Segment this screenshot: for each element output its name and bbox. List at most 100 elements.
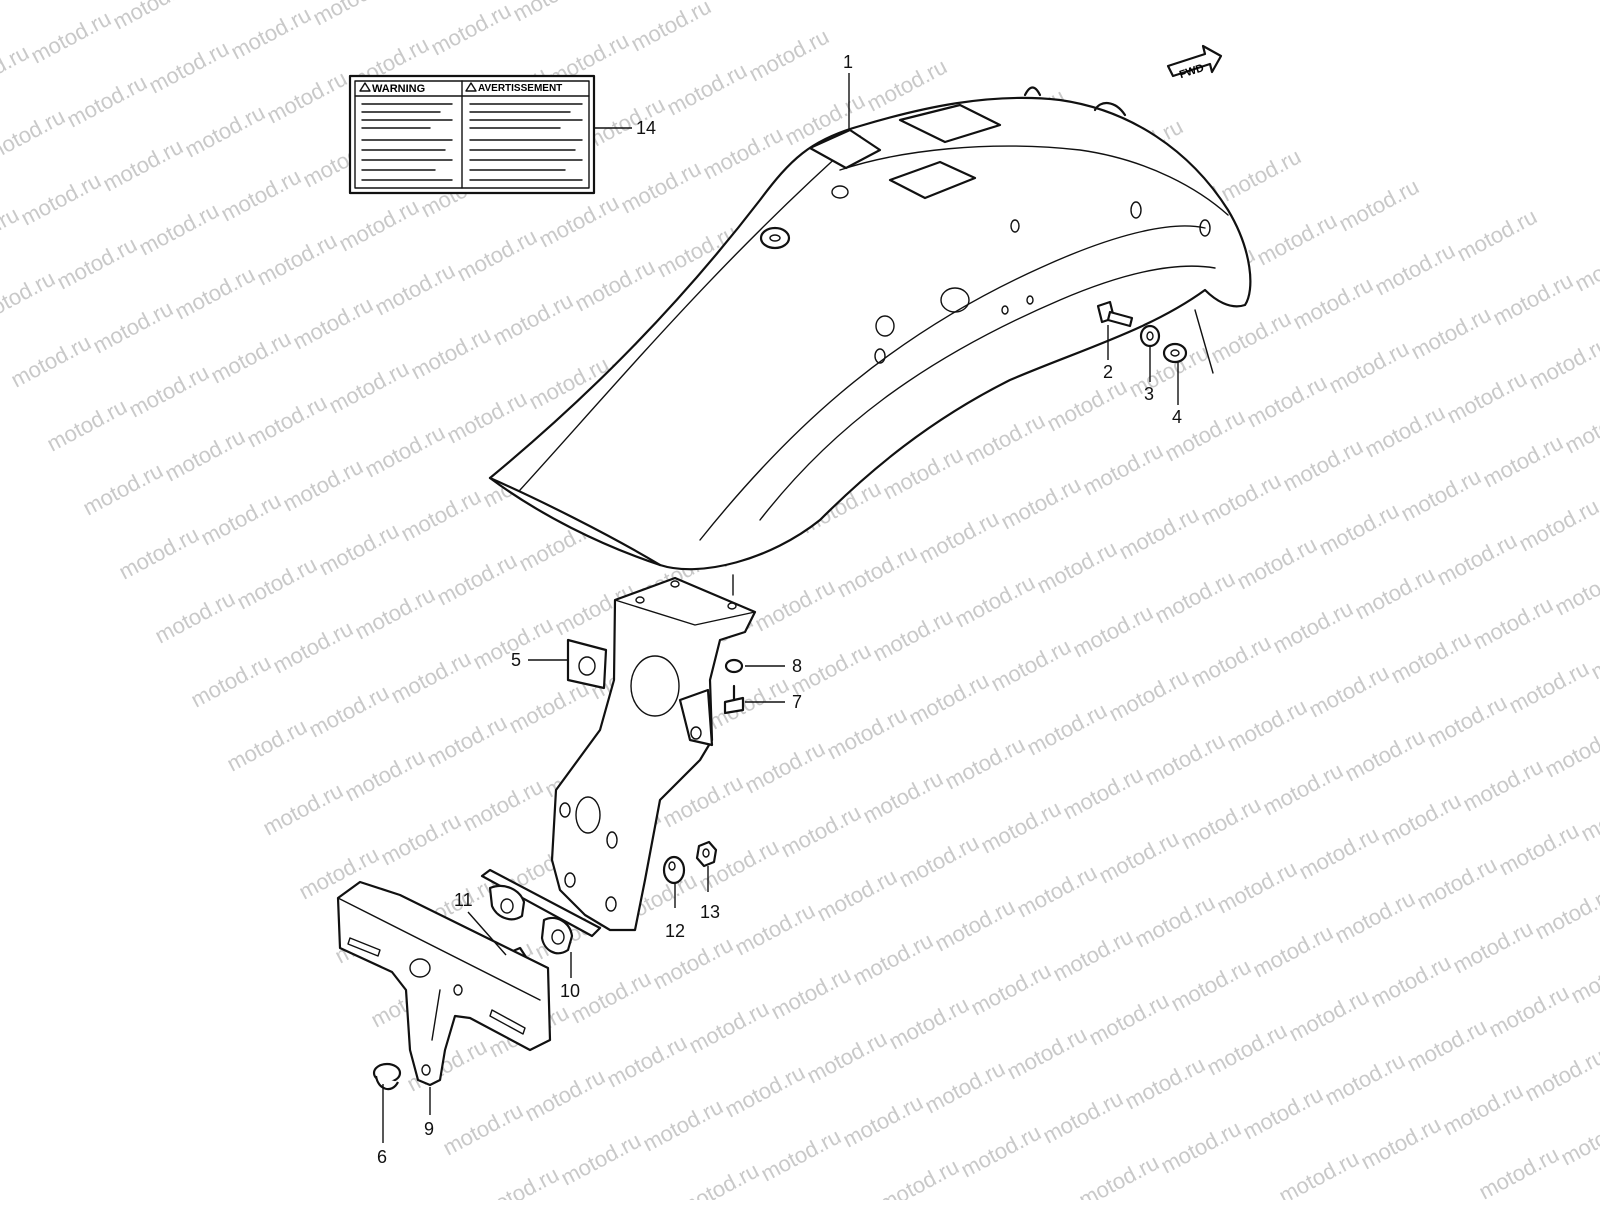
watermark-text: motod.ru xyxy=(1039,1086,1127,1149)
watermark-text: motod.ru xyxy=(617,156,705,219)
watermark-text: motod.ru xyxy=(1397,464,1485,527)
watermark-text: motod.ru xyxy=(53,232,141,295)
watermark-text: motod.ru xyxy=(777,800,865,863)
watermark-text: motod.ru xyxy=(1403,1014,1491,1077)
watermark-text: motod.ru xyxy=(977,796,1065,859)
watermark-text: motod.ru xyxy=(1593,1172,1600,1200)
watermark-text: motod.ru xyxy=(875,1154,963,1200)
watermark-text: motod.ru xyxy=(223,714,311,777)
warning-heading: WARNING xyxy=(372,83,425,95)
watermark-text: motod.ru xyxy=(115,522,203,585)
callout-7: 7 xyxy=(792,692,802,712)
callout-13: 13 xyxy=(700,902,720,922)
watermark-text: motod.ru xyxy=(895,830,983,893)
watermark-text: motod.ru xyxy=(1357,1112,1445,1175)
watermark-text: motod.ru xyxy=(535,190,623,253)
watermark-text: motod.ru xyxy=(1321,1048,1409,1111)
watermark-text: motod.ru xyxy=(1525,332,1600,395)
watermark-text: motod.ru xyxy=(751,574,839,637)
watermark-text: motod.ru xyxy=(187,650,275,713)
watermark-text: motod.ru xyxy=(1557,1108,1600,1171)
watermark-text: motod.ru xyxy=(869,604,957,667)
watermark-text: motod.ru xyxy=(217,164,305,227)
watermark-text: motod.ru xyxy=(1443,366,1531,429)
watermark-text: motod.ru xyxy=(1351,562,1439,625)
watermark-text: motod.ru xyxy=(1469,592,1557,655)
watermark-text: motod.ru xyxy=(1069,600,1157,663)
watermark-text: motod.ru xyxy=(397,484,485,547)
watermark-text: motod.ru xyxy=(227,2,315,65)
watermark-text: motod.ru xyxy=(957,1120,1045,1183)
watermark-text: motod.ru xyxy=(675,1158,763,1200)
washer-4 xyxy=(1164,344,1186,362)
watermark-text: motod.ru xyxy=(89,296,177,359)
watermark-text: motod.ru xyxy=(521,1064,609,1127)
watermark-text: motod.ru xyxy=(603,1030,691,1093)
watermark-text: motod.ru xyxy=(1295,822,1383,885)
watermark-text: motod.ru xyxy=(1289,272,1377,335)
watermark-text: motod.ru xyxy=(1157,1116,1245,1179)
watermark-text: motod.ru xyxy=(7,330,95,393)
watermark-text: motod.ru xyxy=(849,928,937,991)
watermark-text: motod.ru xyxy=(135,198,223,261)
watermark-text: motod.ru xyxy=(1315,498,1403,561)
callout-12: 12 xyxy=(665,921,685,941)
watermark-text: motod.ru xyxy=(1279,434,1367,497)
watermark-text: motod.ru xyxy=(915,506,1003,569)
watermark-text: motod.ru xyxy=(699,122,787,185)
watermark-text: motod.ru xyxy=(453,224,541,287)
watermark-text: motod.ru xyxy=(1003,1022,1091,1085)
watermark-text: motod.ru xyxy=(207,326,295,389)
watermark-text: motod.ru xyxy=(839,1090,927,1153)
watermark-text: motod.ru xyxy=(1521,1044,1600,1107)
watermark-text: motod.ru xyxy=(1275,1146,1363,1200)
washer-12 xyxy=(664,857,684,883)
watermark-text: motod.ru xyxy=(1203,1018,1291,1081)
warning-label-card: WARNING AVERTISSEMENT xyxy=(350,76,594,193)
watermark-text: motod.ru xyxy=(1131,890,1219,953)
watermark-text: motod.ru xyxy=(151,586,239,649)
watermark-text: motod.ru xyxy=(1105,664,1193,727)
watermark-text: motod.ru xyxy=(27,6,115,69)
watermark-text: motod.ru xyxy=(639,1094,727,1157)
watermark-text: motod.ru xyxy=(1115,502,1203,565)
watermark-text: motod.ru xyxy=(1269,596,1357,659)
callout-5: 5 xyxy=(511,650,521,670)
watermark-text: motod.ru xyxy=(1479,430,1567,493)
watermark-text: motod.ru xyxy=(361,420,449,483)
watermark-text: motod.ru xyxy=(43,394,131,457)
watermark-text: motod.ru xyxy=(1059,762,1147,825)
watermark-text: motod.ru xyxy=(571,254,659,317)
watermark-text: motod.ru xyxy=(289,292,377,355)
watermark-text: motod.ru xyxy=(1167,954,1255,1017)
watermark-text: motod.ru xyxy=(1177,792,1265,855)
watermark-text: motod.ru xyxy=(1561,396,1600,459)
watermark-text: motod.ru xyxy=(1249,920,1337,983)
watermark-text: motod.ru xyxy=(1239,1082,1327,1145)
watermark-text: motod.ru xyxy=(1243,370,1331,433)
watermark-text: motod.ru xyxy=(1121,1052,1209,1115)
watermark-text: motod.ru xyxy=(1371,238,1459,301)
watermark-text: motod.ru xyxy=(1013,860,1101,923)
watermark-text: motod.ru xyxy=(987,634,1075,697)
watermark-text: motod.ru xyxy=(859,766,947,829)
watermark-text: motod.ru xyxy=(745,24,833,87)
watermark-text: motod.ru xyxy=(325,356,413,419)
watermark-text: motod.ru xyxy=(813,864,901,927)
watermark-text: motod.ru xyxy=(1043,374,1131,437)
watermark-text: motod.ru xyxy=(833,540,921,603)
callout-1: 1 xyxy=(843,52,853,72)
watermark-text: motod.ru xyxy=(63,70,151,133)
watermark-text: motod.ru xyxy=(253,228,341,291)
callout-8: 8 xyxy=(792,656,802,676)
watermark-text: motod.ru xyxy=(1367,950,1455,1013)
callout-9: 9 xyxy=(424,1119,434,1139)
watermark-text: motod.ru xyxy=(489,288,577,351)
cap-6 xyxy=(374,1064,400,1089)
watermark-text: motod.ru xyxy=(1515,494,1600,557)
watermark-text: motod.ru xyxy=(1075,1150,1163,1200)
watermark-text: motod.ru xyxy=(387,646,475,709)
watermark-text: motod.ru xyxy=(1489,268,1577,331)
watermark-text: motod.ru xyxy=(905,668,993,731)
